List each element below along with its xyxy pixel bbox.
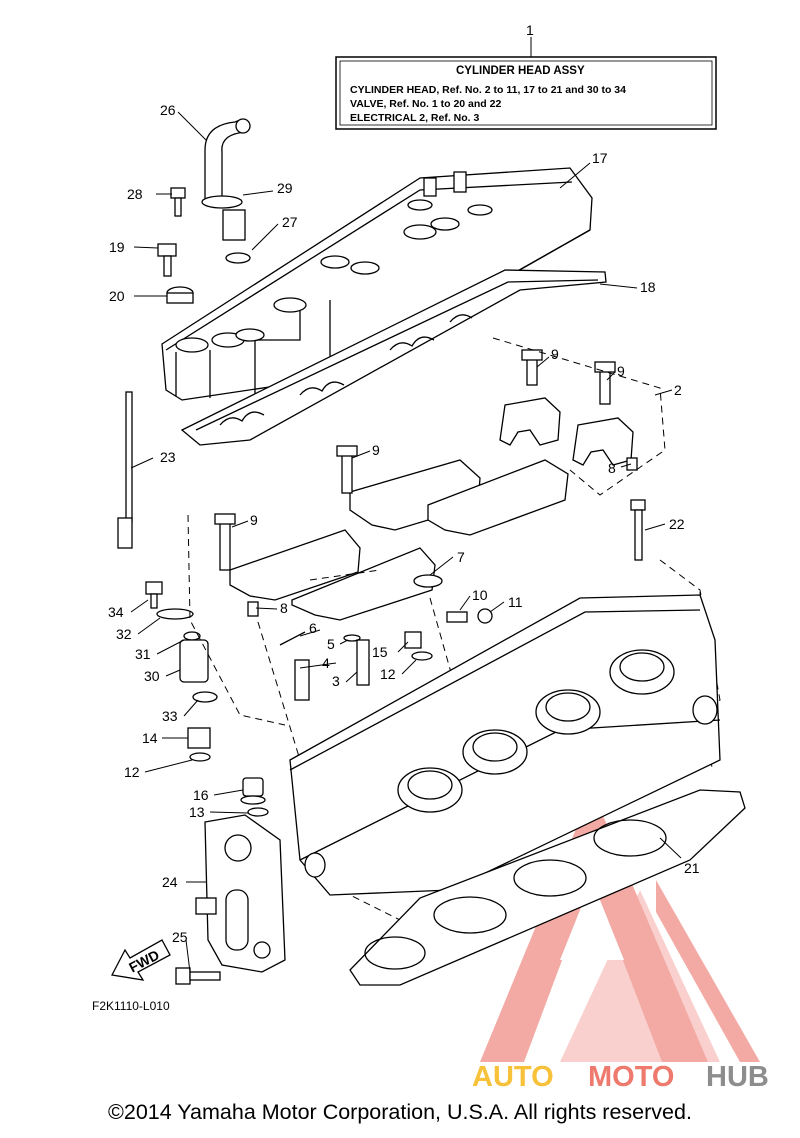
cylinder-head	[289, 594, 721, 896]
part-number-9d: 9	[250, 512, 258, 528]
part-number-10: 10	[472, 587, 488, 603]
part-number-16: 16	[193, 787, 209, 803]
watermark-part3: HUB	[706, 1061, 769, 1093]
part-number-6: 6	[309, 620, 317, 636]
watermark-part2: MOTO	[588, 1061, 674, 1093]
part-number-20: 20	[109, 288, 125, 304]
part-number-8a: 8	[280, 600, 288, 616]
part-number-5: 5	[327, 636, 335, 652]
part-number-13: 13	[189, 804, 205, 820]
automotohub-watermark: AUTO MOTO HUB	[472, 790, 769, 1093]
diagram-code: F2K1110-L010	[92, 999, 170, 1013]
part-number-24: 24	[162, 874, 178, 890]
part-number-21: 21	[684, 860, 700, 876]
assembly-box: 1 CYLINDER HEAD ASSY CYLINDER HEAD, Ref.…	[335, 22, 717, 130]
part-number-9c: 9	[372, 442, 380, 458]
part-number-12a: 12	[124, 764, 140, 780]
part-number-14: 14	[142, 730, 158, 746]
camshaft-caps	[214, 349, 638, 621]
part-number-12b: 12	[380, 666, 396, 682]
part-number-22: 22	[669, 516, 685, 532]
part-number-17: 17	[592, 150, 608, 166]
cover-gasket	[180, 269, 607, 446]
part-number-26: 26	[160, 102, 176, 118]
breather-pipe	[201, 118, 251, 264]
cable-tie	[117, 391, 133, 549]
part-number-30: 30	[144, 668, 160, 684]
watermark-part1: AUTO	[472, 1061, 554, 1093]
part-number-4: 4	[322, 655, 330, 671]
part-number-27: 27	[282, 214, 298, 230]
leader-lines	[130, 111, 682, 973]
assembly-line-2: VALVE, Ref. No. 1 to 20 and 22	[350, 98, 501, 110]
part-number-23: 23	[160, 449, 176, 465]
part-number-2: 2	[674, 382, 682, 398]
head-gasket	[349, 789, 746, 986]
part-number-19: 19	[109, 239, 125, 255]
small-hardware	[157, 187, 194, 304]
assembly-title: CYLINDER HEAD ASSY	[456, 65, 585, 77]
part-number-9b: 9	[617, 363, 625, 379]
watermark-logo-icon	[480, 790, 760, 1062]
part-number-18: 18	[640, 279, 656, 295]
copyright-notice: ©2014 Yamaha Motor Corporation, U.S.A. A…	[108, 1100, 692, 1124]
part-number-9a: 9	[551, 346, 559, 362]
part-number-1: 1	[526, 22, 534, 38]
part-number-7: 7	[457, 549, 465, 565]
part-number-3: 3	[332, 673, 340, 689]
part-number-28: 28	[127, 186, 143, 202]
part-number-29: 29	[277, 180, 293, 196]
cylinder-head-cover	[161, 167, 593, 401]
part-number-11: 11	[508, 594, 523, 610]
left-side-hardware	[145, 581, 269, 817]
part-number-31: 31	[135, 646, 151, 662]
assembly-line-1: CYLINDER HEAD, Ref. No. 2 to 11, 17 to 2…	[350, 84, 626, 96]
part-numbers: 26 28 29 27 19 20 17 18 23 9 9 9 9 2 8 8…	[108, 102, 700, 945]
part-number-34: 34	[108, 604, 124, 620]
assembly-line-3: ELECTRICAL 2, Ref. No. 3	[350, 112, 479, 124]
fwd-arrow-icon: FWD	[111, 939, 171, 981]
part-number-8b: 8	[608, 460, 616, 476]
part-number-33: 33	[162, 708, 178, 724]
part-number-15: 15	[372, 644, 388, 660]
part-number-32: 32	[116, 626, 132, 642]
part-number-25: 25	[172, 929, 188, 945]
long-bolt	[630, 499, 646, 561]
side-plate	[175, 814, 286, 985]
valve-parts	[279, 608, 493, 701]
